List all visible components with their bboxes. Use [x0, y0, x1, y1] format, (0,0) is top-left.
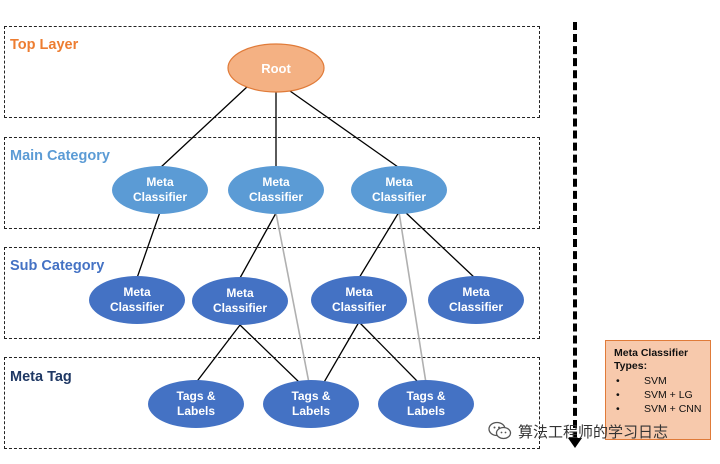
tag-node-2[interactable]: Tags & Labels [263, 380, 359, 428]
main-node-1[interactable]: Meta Classifier [112, 166, 208, 214]
sub-node-1-line1: Meta [123, 285, 151, 299]
edge-main1-sub1 [136, 211, 161, 279]
edge-sub3-tag3 [358, 321, 420, 384]
info-item-svm-cnn: SVM + CNN [614, 402, 704, 416]
sub-node-1[interactable]: Meta Classifier [89, 276, 185, 324]
sub-node-4-line2: Classifier [449, 300, 503, 314]
info-item-svm-lg: SVM + LG [614, 388, 704, 402]
main-node-1-line1: Meta [146, 175, 174, 189]
root-node[interactable]: Root [227, 43, 325, 93]
edge-sub3-tag2 [322, 321, 360, 385]
sub-node-2-line1: Meta [226, 286, 254, 300]
edge-root-main3 [289, 90, 399, 168]
main-node-2-line2: Classifier [249, 190, 303, 204]
tag-node-3[interactable]: Tags & Labels [378, 380, 474, 428]
main-node-3[interactable]: Meta Classifier [351, 166, 447, 214]
info-box-title: Meta Classifier Types: [614, 347, 689, 372]
top-layer-title: Top Layer [10, 37, 79, 53]
watermark-text: 算法工程师的学习日志 [518, 422, 669, 441]
root-label: Root [261, 61, 291, 76]
tag-node-3-line2: Labels [407, 404, 445, 418]
main-category-box [4, 137, 540, 229]
edge-sub2-tag1 [194, 324, 241, 385]
meta-tag-title: Meta Tag [10, 369, 72, 385]
sub-node-3-line2: Classifier [332, 300, 386, 314]
info-item-svm: SVM [614, 374, 704, 388]
edge-main2-sub2 [239, 212, 277, 279]
edge-main2-tag2 [275, 212, 310, 384]
tag-node-3-line1: Tags & [406, 389, 445, 403]
edges [136, 85, 477, 385]
sub-category-title: Sub Category [10, 258, 105, 274]
main-node-3-line2: Classifier [372, 190, 426, 204]
sub-node-2-line2: Classifier [213, 301, 267, 315]
edge-sub2-tag2 [239, 324, 301, 384]
tag-node-2-line1: Tags & [291, 389, 330, 403]
sub-node-3[interactable]: Meta Classifier [311, 276, 407, 324]
meta-classifier-types-box: Meta Classifier Types: SVM SVM + LG SVM … [605, 340, 711, 440]
edge-main3-tag3 [398, 211, 427, 384]
main-node-3-line1: Meta [385, 175, 413, 189]
sub-category-box [4, 247, 540, 339]
edge-root-main1 [159, 85, 249, 169]
tag-node-2-line2: Labels [292, 404, 330, 418]
edge-main3-sub4 [403, 210, 477, 280]
sub-node-4[interactable]: Meta Classifier [428, 276, 524, 324]
sub-node-3-line1: Meta [345, 285, 373, 299]
info-box-list: SVM SVM + LG SVM + CNN [614, 374, 704, 416]
flow-arrow-shaft [573, 22, 577, 440]
watermark: 算法工程师的学习日志 [488, 420, 668, 442]
tag-node-1[interactable]: Tags & Labels [148, 380, 244, 428]
main-node-2[interactable]: Meta Classifier [228, 166, 324, 214]
wechat-icon [488, 421, 512, 440]
flow-arrow-head-icon [568, 438, 582, 448]
meta-tag-box [4, 357, 540, 449]
sub-node-4-line1: Meta [462, 285, 490, 299]
sub-node-2[interactable]: Meta Classifier [192, 277, 288, 325]
tag-node-1-line1: Tags & [176, 389, 215, 403]
top-layer-box [4, 26, 540, 118]
tag-node-1-line2: Labels [177, 404, 215, 418]
sub-node-1-line2: Classifier [110, 300, 164, 314]
main-node-1-line2: Classifier [133, 190, 187, 204]
main-category-title: Main Category [10, 148, 110, 164]
main-node-2-line1: Meta [262, 175, 290, 189]
edge-main3-sub3 [358, 211, 400, 279]
